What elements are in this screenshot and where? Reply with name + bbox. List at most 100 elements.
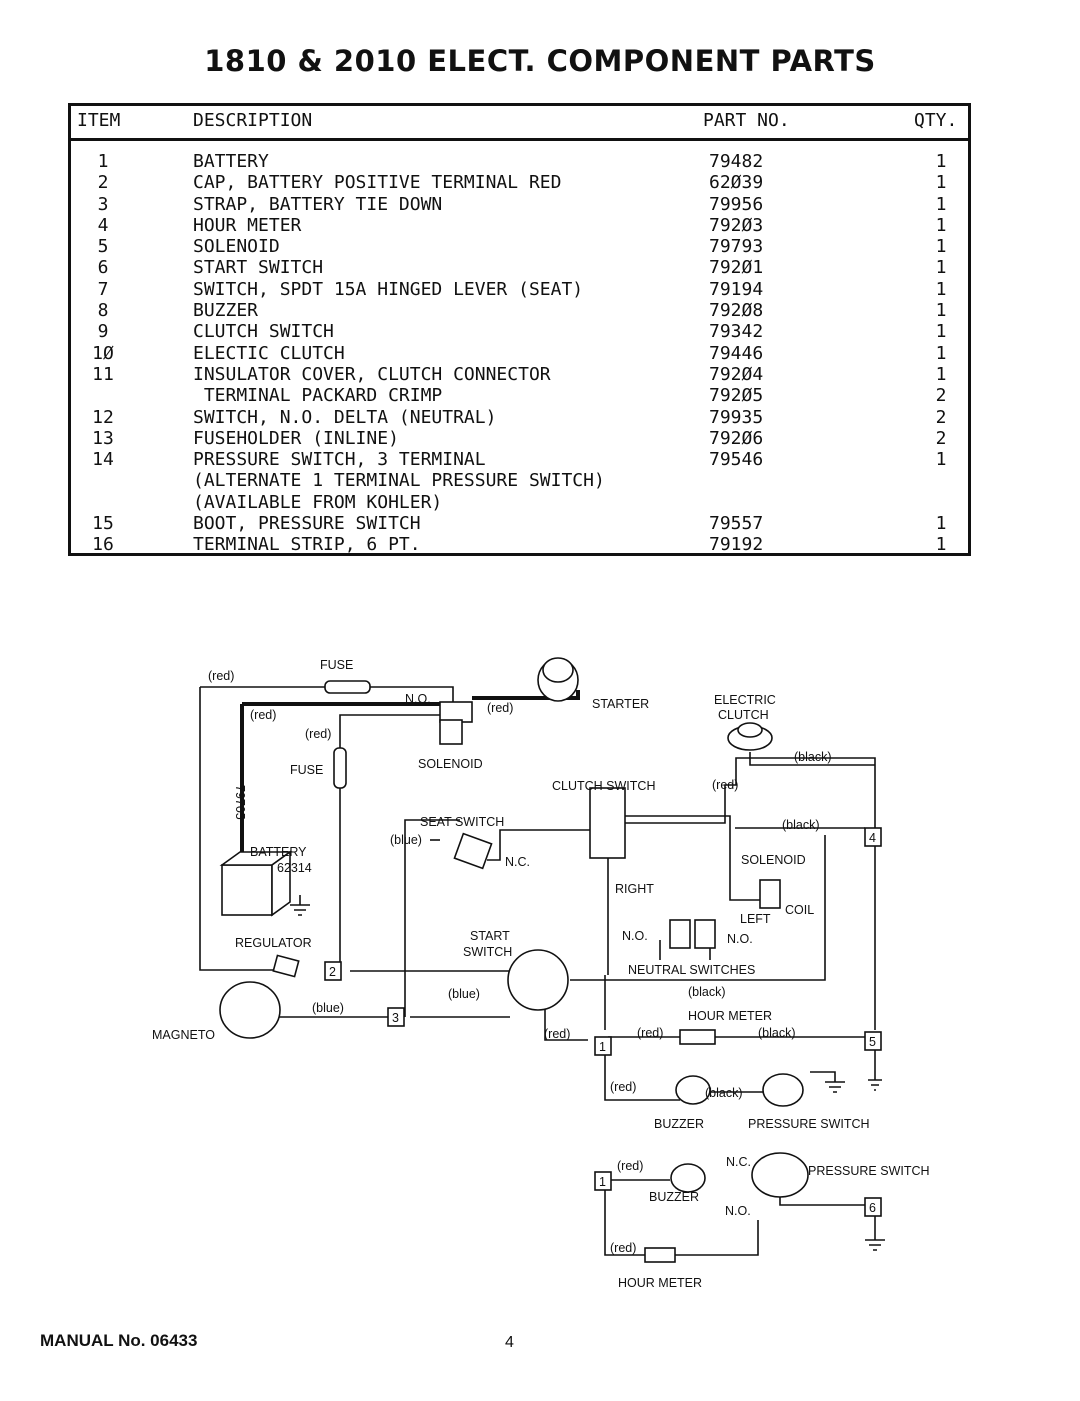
clutch-switch-icon	[589, 787, 626, 859]
wiring-diagram: FUSE (red) (red) (red) (red) N.O. STARTE…	[152, 657, 930, 1290]
header-description: DESCRIPTION	[193, 110, 313, 131]
terminal-1	[594, 1036, 612, 1056]
solenoid-top-icon	[439, 701, 473, 723]
row-part-no: 79482	[709, 151, 764, 172]
label-buzzer: BUZZER	[649, 1190, 699, 1204]
row-qty: 1	[935, 449, 947, 471]
label-red: (red)	[617, 1159, 643, 1173]
label-terminal: 3	[392, 1011, 399, 1025]
neutral-switch-left-icon	[694, 919, 716, 949]
row-item: 2	[97, 172, 109, 194]
buzzer-lower-icon	[670, 1163, 706, 1193]
label-clutch: CLUTCH	[718, 708, 769, 722]
label-left: LEFT	[740, 912, 771, 926]
label-wire-number: 79705	[233, 785, 247, 820]
label-solenoid-right: SOLENOID	[741, 853, 806, 867]
row-item: 16	[92, 534, 114, 556]
label-black: (black)	[758, 1026, 796, 1040]
magneto-icon	[219, 981, 281, 1039]
label-hour-meter: HOUR METER	[618, 1276, 702, 1290]
row-description: PRESSURE SWITCH, 3 TERMINAL	[193, 449, 486, 471]
row-item: 1	[97, 151, 109, 172]
terminal-1b	[594, 1171, 612, 1191]
label-red: (red)	[250, 708, 276, 722]
label-terminal: 1	[599, 1175, 606, 1189]
solenoid-top-body-icon	[439, 719, 463, 745]
label-blue: (blue)	[312, 1001, 344, 1015]
label-switch: SWITCH	[463, 945, 512, 959]
row-description: STRAP, BATTERY TIE DOWN	[193, 193, 443, 215]
hour-meter-lower-icon	[644, 1247, 676, 1263]
terminal-4	[864, 827, 882, 847]
header-part-no: PART NO.	[703, 110, 790, 131]
pressure-switch-icon	[762, 1073, 804, 1107]
label-coil: COIL	[785, 903, 814, 917]
ground-icon	[825, 1081, 845, 1093]
manual-number: MANUAL No. 06433	[40, 1331, 198, 1350]
row-item: 1Ø	[92, 342, 114, 364]
fuse-mid-icon	[333, 747, 347, 789]
terminal-5	[864, 1031, 882, 1051]
terminal-3	[387, 1007, 405, 1027]
row-description: BUZZER	[193, 300, 259, 322]
label-blue: (blue)	[448, 987, 480, 1001]
row-qty: 1	[935, 236, 947, 258]
label-start: START	[470, 929, 510, 943]
page-title: 1810 & 2010 ELECT. COMPONENT PARTS	[204, 44, 876, 78]
buzzer-icon	[675, 1075, 711, 1105]
row-item: 14	[92, 449, 114, 471]
label-no: N.O.	[725, 1204, 751, 1218]
label-magneto: MAGNETO	[152, 1028, 215, 1042]
header-qty: QTY.	[914, 110, 958, 131]
row-part-no: 79956	[709, 193, 764, 215]
ground-icon	[290, 895, 310, 916]
row-description: HOUR METER	[193, 214, 302, 236]
row-description: CLUTCH SWITCH	[193, 321, 334, 343]
label-battery: BATTERY	[250, 845, 307, 859]
row-description: CAP, BATTERY POSITIVE TERMINAL RED	[193, 172, 562, 194]
row-item: 5	[97, 236, 109, 258]
row-description: FUSEHOLDER (INLINE)	[193, 427, 399, 449]
label-regulator: REGULATOR	[235, 936, 312, 950]
row-part-no: 79192	[709, 534, 764, 556]
row-item: 4	[97, 214, 109, 236]
table-row: (ALTERNATE 1 TERMINAL PRESSURE SWITCH)	[71, 470, 968, 491]
label-red: (red)	[610, 1080, 636, 1094]
row-item: 15	[92, 513, 114, 535]
electric-clutch-top-icon	[737, 722, 763, 738]
row-description: BATTERY	[193, 151, 269, 172]
row-item: 8	[97, 300, 109, 322]
label-red: (red)	[712, 778, 738, 792]
label-solenoid-top: SOLENOID	[418, 757, 483, 771]
battery-icon	[221, 864, 273, 916]
fuse-top-icon	[324, 680, 371, 694]
row-part-no: 79935	[709, 406, 764, 428]
row-part-no: 792Ø6	[709, 427, 764, 449]
label-black: (black)	[705, 1086, 743, 1100]
label-red: (red)	[487, 701, 513, 715]
row-qty: 1	[935, 193, 947, 215]
label-terminal: 5	[869, 1035, 876, 1049]
row-qty: 2	[935, 427, 947, 449]
solenoid-right-icon	[759, 879, 781, 909]
label-red: (red)	[637, 1026, 663, 1040]
row-part-no: 792Ø5	[709, 385, 764, 407]
row-part-no: 79194	[709, 278, 764, 300]
label-terminal: 6	[869, 1201, 876, 1215]
row-qty: 1	[935, 300, 947, 322]
ground-icon	[868, 1079, 882, 1091]
